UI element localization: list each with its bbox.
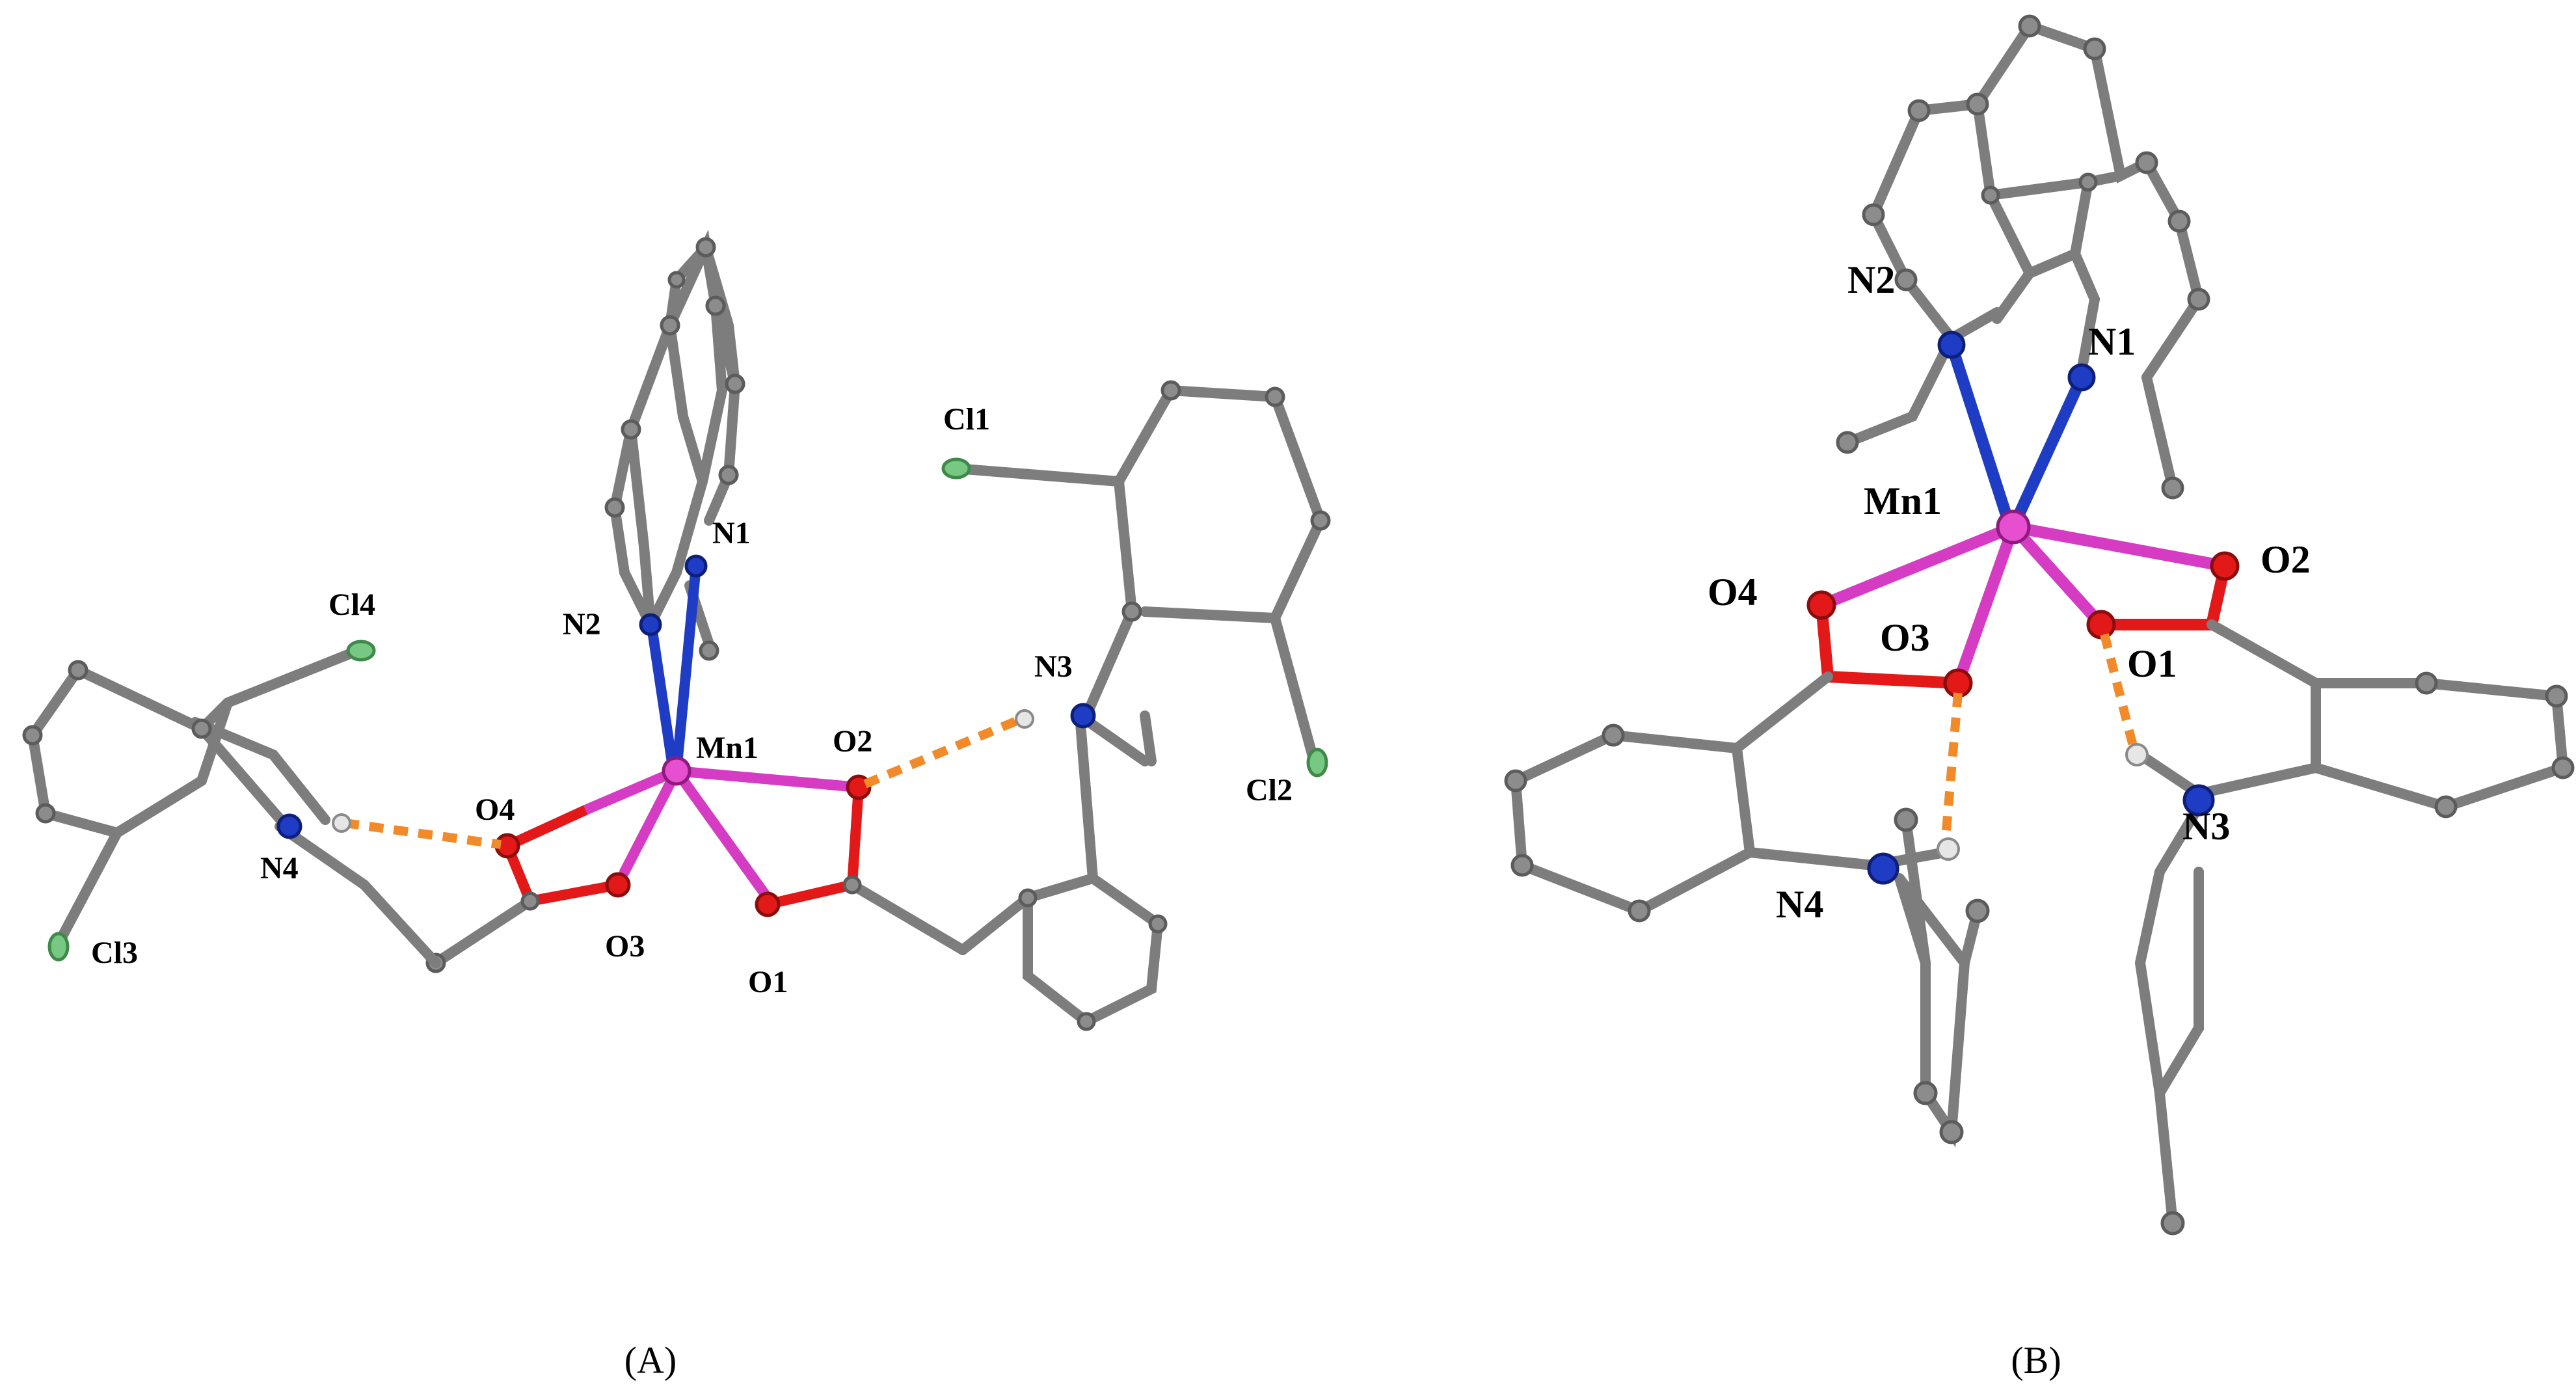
panel-a-phenanthroline-ligand xyxy=(604,229,745,661)
panel-a-label-cl4: Cl4 xyxy=(329,588,375,622)
panel-b-caption: (B) xyxy=(2011,1339,2061,1381)
panel-a-label-mn1: Mn1 xyxy=(696,731,758,765)
panel-b-label-n3: N3 xyxy=(2182,805,2230,848)
panel-a-label-n2: N2 xyxy=(563,607,601,642)
panel-b-label-n1: N1 xyxy=(2088,320,2136,363)
panel-a-left-carboxylate xyxy=(425,805,631,973)
panel-a-mn1-atom xyxy=(662,756,691,786)
panel-a-n1-atom xyxy=(684,554,708,578)
panel-a-label-cl1: Cl1 xyxy=(943,402,990,437)
panel-b-label-o2: O2 xyxy=(2261,538,2311,581)
panel-b-label-o4: O4 xyxy=(1708,571,1758,614)
panel-b-structure: N1 N2 N3 N4 Mn1 O1 O2 O3 O4 (B) xyxy=(1504,14,2575,1381)
panel-b-label-o3: O3 xyxy=(1880,616,1930,659)
panel-a-n3-atom xyxy=(1070,703,1096,729)
panel-b-phenanthroline-ligand xyxy=(1836,14,2210,500)
panel-b-right-carboxylate xyxy=(2086,551,2575,818)
panel-a-label-o3: O3 xyxy=(605,929,645,964)
panel-b-n4-atom xyxy=(1867,852,1899,885)
panel-a-left-dichlorophenylamine xyxy=(22,640,502,968)
panel-a-right-carboxylate xyxy=(755,774,968,955)
panel-b-n3-atom xyxy=(2182,784,2215,817)
panel-b-left-carboxylate xyxy=(1504,590,1973,923)
panel-b-label-mn1: Mn1 xyxy=(1864,480,1942,522)
panel-a-label-n1: N1 xyxy=(712,516,751,550)
panel-b-n2-atom xyxy=(1937,331,1966,359)
panel-a-n4-atom xyxy=(276,813,302,839)
panel-a-label-cl3: Cl3 xyxy=(91,936,138,970)
panel-a-label-o1: O1 xyxy=(748,965,788,999)
panel-a-label-n3: N3 xyxy=(1034,649,1073,684)
panel-a-caption: (A) xyxy=(624,1339,677,1381)
panel-a-n2-atom xyxy=(639,613,662,636)
panel-a-label-o2: O2 xyxy=(833,724,872,759)
panel-b-n3-aryl xyxy=(2100,633,2215,1236)
panel-a-structure: Cl1 Cl2 Cl3 Cl4 N1 N2 N3 N4 Mn1 O1 O2 O3… xyxy=(22,229,1331,1381)
panel-a-label-o4: O4 xyxy=(475,792,515,827)
panel-a-label-n4: N4 xyxy=(260,851,299,886)
panel-b-mn1-atom xyxy=(1996,509,2031,545)
panel-b-n1-atom xyxy=(2067,363,2096,392)
panel-b-label-n2: N2 xyxy=(1847,258,1895,301)
panel-a-label-cl2: Cl2 xyxy=(1246,773,1293,807)
panel-a-right-dichlorophenylamine xyxy=(863,380,1331,1031)
panel-b-n4-aryl xyxy=(1867,692,1990,1148)
panel-b-label-o1: O1 xyxy=(2127,642,2177,685)
panel-b-label-n4: N4 xyxy=(1776,883,1823,926)
